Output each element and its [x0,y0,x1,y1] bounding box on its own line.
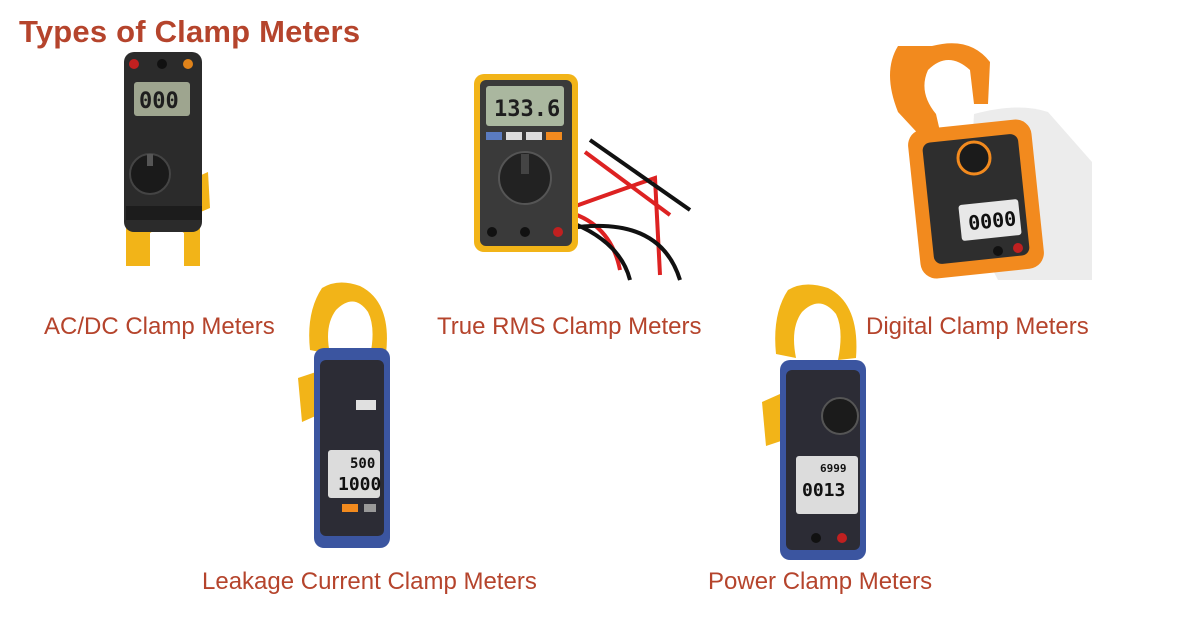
label-leakage-current-clamp-meters: Leakage Current Clamp Meters [202,568,537,595]
power-display-bottom: 0013 [802,480,845,501]
label-true-rms-clamp-meters: True RMS Clamp Meters [437,313,702,340]
acdc-clamp-meter-image: 000 [118,48,218,270]
true-rms-display: 133.6 [494,97,560,122]
leakage-clamp-meter-image: 500 1000 [294,282,396,552]
page-title: Types of Clamp Meters [19,14,361,49]
digital-display: 0000 [967,206,1017,235]
label-power-clamp-meters: Power Clamp Meters [708,568,933,595]
power-clamp-meter-image: 6999 0013 [760,284,870,564]
digital-clamp-meter-image: 0000 [878,42,1094,282]
leakage-display-top: 500 [350,456,375,472]
true-rms-meter-image: 133.6 [470,70,700,282]
label-acdc-clamp-meters: AC/DC Clamp Meters [44,313,275,340]
label-digital-clamp-meters: Digital Clamp Meters [866,313,1089,340]
leakage-display-bottom: 1000 [338,474,381,495]
acdc-display: 000 [139,89,179,114]
power-display-top: 6999 [820,462,847,475]
